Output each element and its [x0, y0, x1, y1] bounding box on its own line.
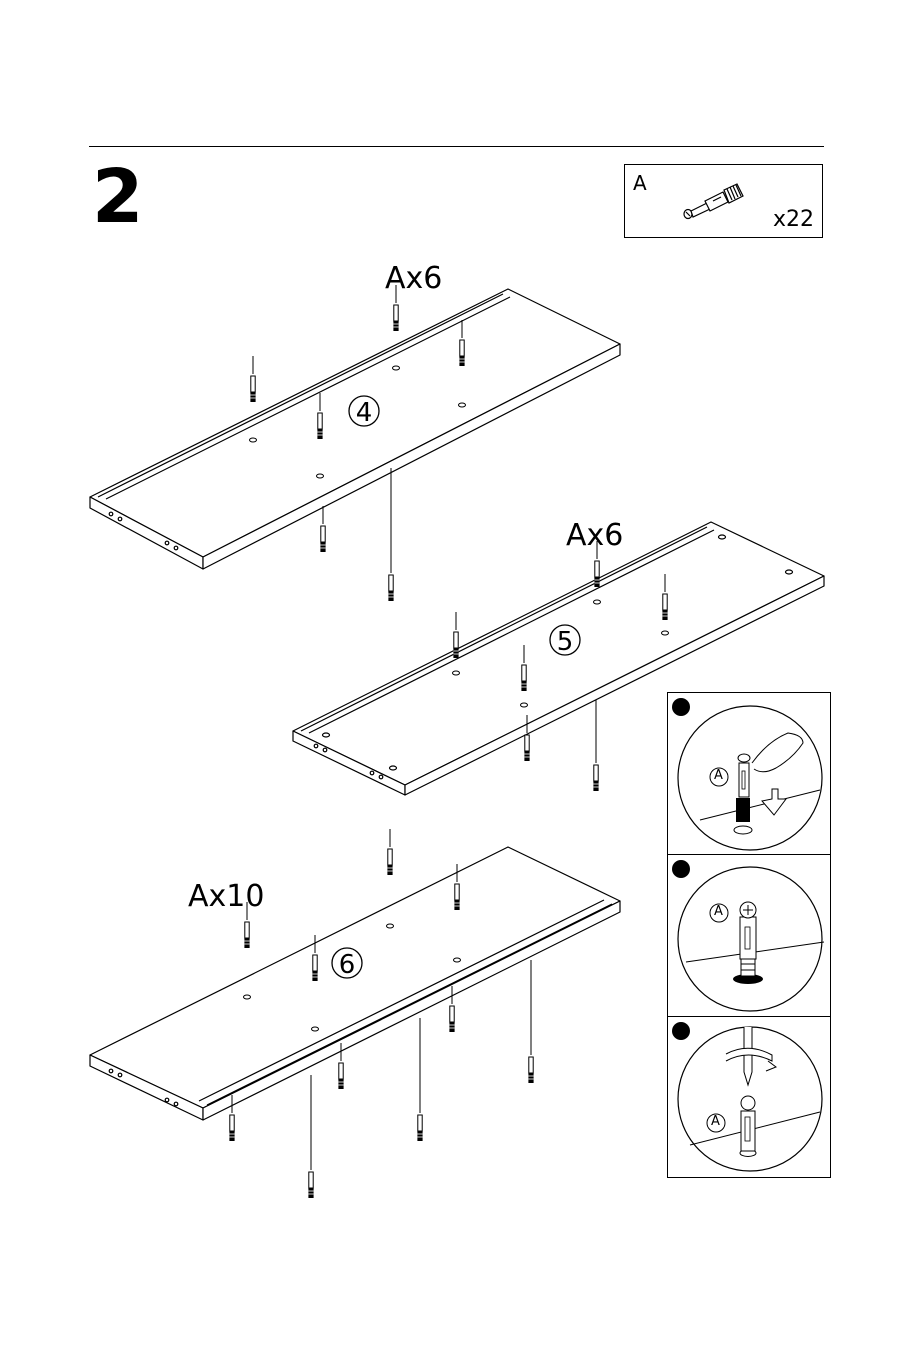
svg-text:6: 6	[339, 950, 356, 980]
panel-6-board	[90, 847, 620, 1120]
panel-4-board	[90, 289, 620, 569]
detail-step-2: A	[667, 854, 831, 1017]
detail-3-letter: A	[711, 1114, 720, 1129]
detail-2-letter: A	[714, 904, 723, 919]
detail-step-3: A	[667, 1016, 831, 1178]
svg-text:4: 4	[356, 398, 373, 428]
svg-text:5: 5	[557, 627, 574, 657]
detail-step-1: A	[667, 692, 831, 855]
detail-1-letter: A	[714, 768, 723, 783]
